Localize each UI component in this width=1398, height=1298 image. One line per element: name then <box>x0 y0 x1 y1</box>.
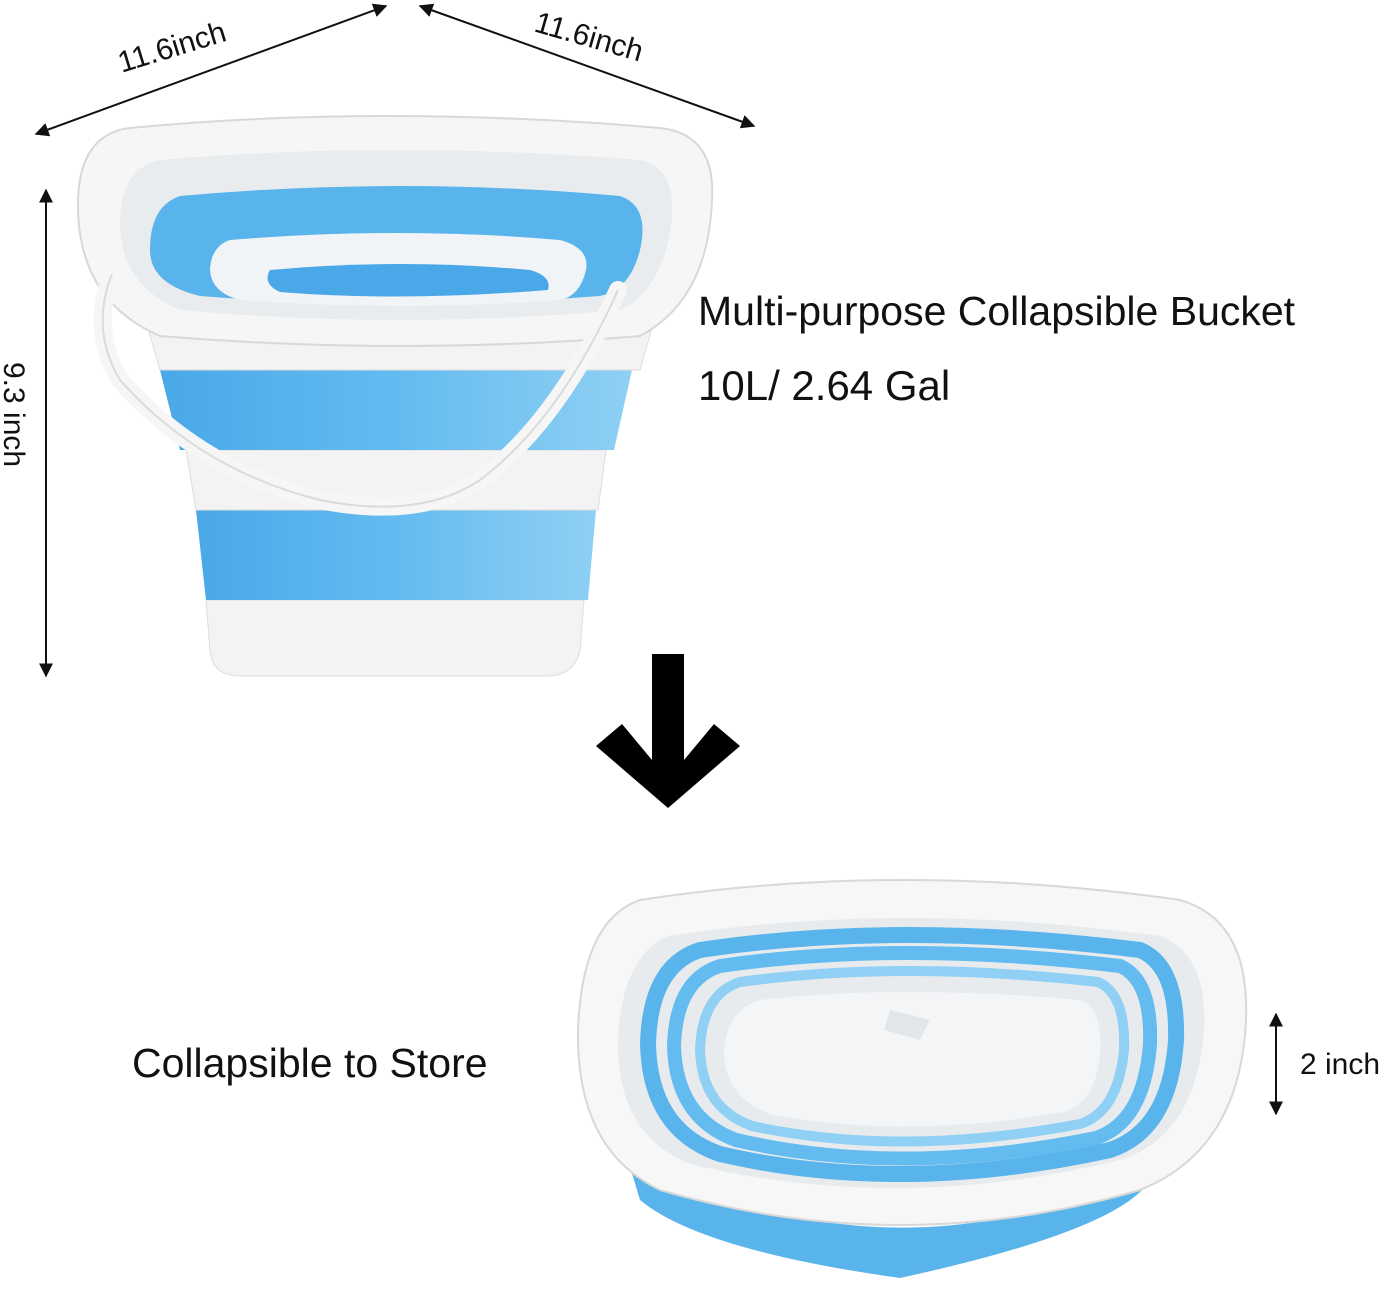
store-caption: Collapsible to Store <box>132 1040 488 1086</box>
height-label: 9.3 inch <box>0 362 30 468</box>
product-title: Multi-purpose Collapsible Bucket <box>698 288 1296 334</box>
arrow-down-icon <box>596 654 740 808</box>
width-right-arrow <box>418 3 756 129</box>
bucket-expanded <box>76 115 714 677</box>
capacity-label: 10L/ 2.64 Gal <box>698 362 951 409</box>
bucket-collapsed <box>576 879 1248 1278</box>
width-left-arrow <box>34 3 388 137</box>
collapsed-height-label: 2 inch <box>1300 1048 1381 1081</box>
